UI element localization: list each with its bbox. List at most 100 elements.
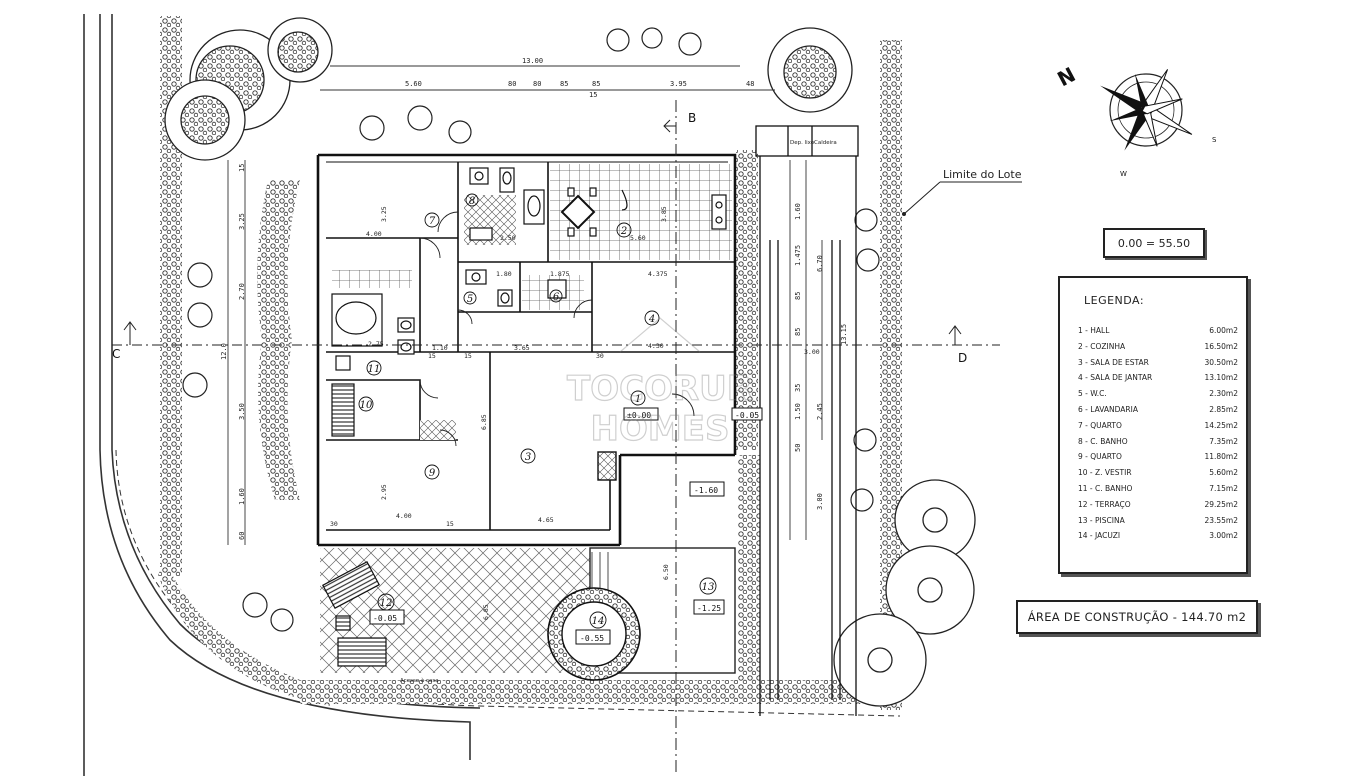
room-number-2: 2 <box>620 226 627 237</box>
dim-left-2: 3.25 <box>238 213 246 230</box>
legend-item-label: 11 - C. BANHO <box>1078 484 1133 493</box>
dim-banho-h: 2.75 <box>368 340 384 348</box>
dim-left-4: 3.50 <box>238 403 246 420</box>
legend-item-label: 1 - HALL <box>1078 326 1110 335</box>
dim-left-6: 60 <box>238 532 246 540</box>
legend-item-label: 8 - C. BANHO <box>1078 436 1128 446</box>
dim-bath-w: 2.50 <box>500 234 516 242</box>
lot-limit-label: Limite do Lote <box>943 168 1022 181</box>
legend-item: 8 - C. BANHO 7.35m2 <box>1078 437 1238 446</box>
legend-item-area: 14.25m2 <box>1204 420 1238 430</box>
legend-item-area: 5.60m2 <box>1209 468 1238 478</box>
dim-top-7: 3.95 <box>670 80 687 88</box>
dim-lav-w: 1.875 <box>550 270 570 278</box>
dimension-labels: 13.00 5.60 80 80 85 85 15 3.95 48 15 3.2… <box>220 57 848 540</box>
section-labels: B C D <box>112 111 967 365</box>
dim-right-5: 35 <box>794 384 802 392</box>
legend-item-label: 9 - QUARTO <box>1078 452 1122 462</box>
section-marks <box>112 100 1000 776</box>
legend-item-label: 10 - Z. VESTIR <box>1078 468 1132 478</box>
watermark-line1: TOCORUR <box>567 369 753 409</box>
dim-right-9: 13.15 <box>840 324 848 345</box>
dim-hall-w: 1.10 <box>432 344 448 352</box>
dim-top-1: 5.60 <box>405 80 422 88</box>
level-tags <box>369 407 763 645</box>
legend-item-label: 14 - JACUZI <box>1078 531 1121 541</box>
dim-top-3: 80 <box>533 80 541 88</box>
legend-item-label: 4 - SALA DE JANTAR <box>1078 373 1153 383</box>
dim-sala-bottom-w: 4.65 <box>538 516 554 524</box>
legend-item-area: 7.35m2 <box>1209 436 1238 446</box>
dim-quarto9-h: 2.95 <box>380 484 388 500</box>
dim-left-3: 2.70 <box>238 283 246 300</box>
section-b-label: B <box>688 111 696 125</box>
legend-item: 10 - Z. VESTIR 5.60m2 <box>1078 468 1238 477</box>
legend-item-area: 13.10m2 <box>1204 373 1238 383</box>
dim-spot-3-00: 3.00 <box>804 348 820 356</box>
dim-cozinha-h: 3.85 <box>660 206 668 222</box>
construction-area-label: ÁREA DE CONSTRUÇÃO - 144.70 m2 <box>1016 600 1258 634</box>
level-terrace: -0.05 <box>373 614 397 623</box>
legend-item-area: 29.25m2 <box>1204 499 1238 509</box>
kitchen-fixtures <box>560 187 727 237</box>
level-terrace-right: -0.05 <box>735 411 759 420</box>
dim-sala-h: 6.85 <box>480 414 488 430</box>
level-hall: ±0.00 <box>627 411 651 420</box>
compass-south: S <box>1212 136 1217 144</box>
dim-wc-w: 1.80 <box>496 270 512 278</box>
annex-labels: Dep. lixo Caldeira <box>790 140 837 146</box>
legend-item-label: 5 - W.C. <box>1078 389 1107 399</box>
room-number-6: 6 <box>553 292 560 303</box>
room-number-1: 1 <box>635 394 641 405</box>
legend-item-area: 6.00m2 <box>1209 326 1238 335</box>
level-pool-deep: -1.60 <box>694 486 718 495</box>
dim-quarto9-w: 4.00 <box>396 512 412 520</box>
compass-west: W <box>1120 170 1127 178</box>
legend-item-area: 2.30m2 <box>1209 389 1238 399</box>
legend-title: LEGENDA: <box>1084 294 1145 307</box>
legend-item-label: 6 - LAVANDARIA <box>1078 405 1138 414</box>
legend-item-label: 12 - TERRAÇO <box>1078 499 1131 509</box>
dim-col-30-b: 30 <box>596 352 604 360</box>
legend-item-label: 13 - PISCINA <box>1078 515 1125 525</box>
dim-top-5: 85 <box>592 80 600 88</box>
legend-item: 13 - PISCINA 23.55m2 <box>1078 516 1238 525</box>
compass-letters: N S W <box>1053 62 1217 178</box>
interior-dimension-labels: 4.00 2.50 5.60 1.80 1.875 4.375 1.10 3.6… <box>330 206 820 620</box>
dim-col-15-a: 15 <box>446 520 454 528</box>
legend-item-area: 3.00m2 <box>1209 531 1238 541</box>
compass-north: N <box>1053 62 1079 91</box>
dim-top-8: 48 <box>746 80 754 88</box>
legend-item: 4 - SALA DE JANTAR 13.10m2 <box>1078 373 1238 382</box>
room-number-10: 10 <box>360 400 373 411</box>
dim-piscina-len: 6.50 <box>662 564 670 580</box>
legend-item: 1 - HALL 6.00m2 <box>1078 326 1238 335</box>
legend-item-area: 23.55m2 <box>1204 515 1238 525</box>
compass-rose <box>1100 69 1193 151</box>
annex-label-lixo: Dep. lixo <box>790 140 815 146</box>
room-number-12: 12 <box>380 598 393 609</box>
dimension-lines <box>227 65 823 545</box>
dim-right-10: 2.45 <box>816 403 824 420</box>
dim-right-2: 1.475 <box>794 245 802 266</box>
legend-item-area: 7.15m2 <box>1209 484 1238 493</box>
room-number-4: 4 <box>648 314 655 325</box>
legend-item: 6 - LAVANDARIA 2.85m2 <box>1078 405 1238 414</box>
dim-top-6: 15 <box>589 91 597 99</box>
dim-col-30-a: 30 <box>330 520 338 528</box>
dim-left-5: 1.60 <box>238 488 246 505</box>
dim-top-4: 85 <box>560 80 568 88</box>
legend-item-area: 2.85m2 <box>1209 405 1238 414</box>
lot-limit-leader <box>903 181 1022 215</box>
level-labels: ±0.00 -0.05 -1.60 -1.25 -0.05 -0.55 <box>373 411 759 643</box>
dim-right-8: 6.70 <box>816 255 824 272</box>
section-c-label: C <box>112 347 120 361</box>
room-number-5: 5 <box>467 294 473 305</box>
dim-jantar-d: 4.30 <box>648 342 664 350</box>
legend-item-label: 3 - SALA DE ESTAR <box>1078 357 1149 367</box>
dim-right-7: 50 <box>794 444 802 452</box>
